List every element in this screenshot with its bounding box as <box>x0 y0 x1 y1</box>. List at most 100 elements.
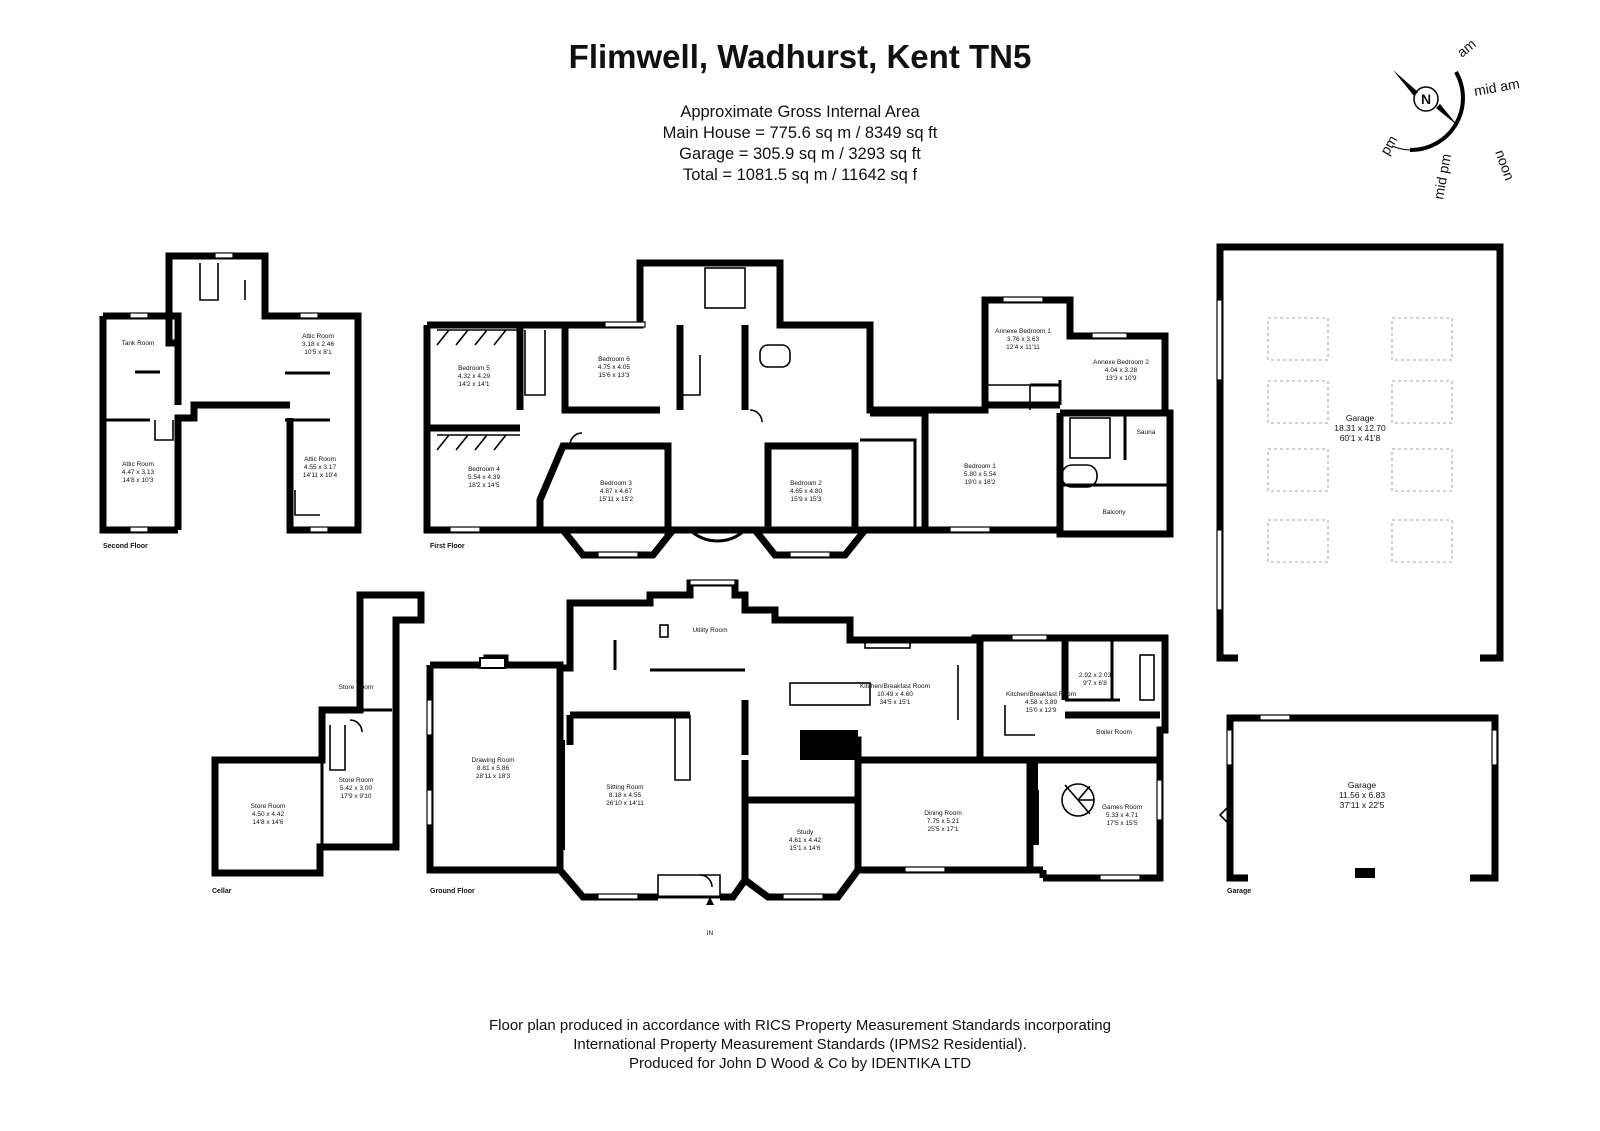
room-bedroom-4-name: Bedroom 4 <box>468 466 500 473</box>
area-total: Total = 1081.5 sq m / 11642 sq f <box>682 166 918 184</box>
room-bedroom-2-metric: 4.65 x 4.80 <box>790 488 823 495</box>
room-bedroom-6-imperial: 15'6 x 13'3 <box>598 372 629 379</box>
room-utility-room-name: Utility Room <box>692 627 727 634</box>
room-tank-room-name: Tank Room <box>122 340 155 347</box>
room-bedroom-1-metric: 5.80 x 5.54 <box>964 471 997 478</box>
floor-label-garage: Garage <box>1227 888 1251 895</box>
footer-credits: Floor plan produced in accordance with R… <box>0 1016 1600 1073</box>
garage-large-plan: Garage 18.31 x 12.70 60'1 x 41'8 <box>1216 243 1504 662</box>
room-kitchen-breakfast-2-metric: 4.58 x 3.89 <box>1025 699 1058 706</box>
room-bedroom-5-imperial: 14'2 x 14'1 <box>458 381 489 388</box>
compass-icon: N am mid am noon mid pm pm <box>1377 36 1521 201</box>
room-bedroom-4-imperial: 18'2 x 14'5 <box>468 482 499 489</box>
compass-label-noon: noon <box>1492 148 1518 183</box>
compass-label-mid-pm: mid pm <box>1430 153 1454 201</box>
room-kitchen-breakfast-1-name: Kitchen/Breakfast Room <box>860 683 930 690</box>
floor-label-ground: Ground Floor <box>430 888 475 895</box>
room-kitchen-breakfast-2-imperial: 15'0 x 12'9 <box>1025 707 1056 714</box>
room-attic-room-c-metric: 4.55 x 3.17 <box>304 464 337 471</box>
room-sitting-room-imperial: 26'10 x 14'11 <box>606 800 644 807</box>
room-bedroom-5-metric: 4.32 x 4.29 <box>458 373 491 380</box>
gross-internal-area: Approximate Gross Internal Area Main Hou… <box>0 102 1600 186</box>
area-heading: Approximate Gross Internal Area <box>680 103 920 121</box>
room-kitchen-breakfast-1-imperial: 34'5 x 15'1 <box>879 699 910 706</box>
room-store-room-big-name: Store Room <box>251 803 286 810</box>
room-study-metric: 4.61 x 4.42 <box>789 837 822 844</box>
room-sitting-room-metric: 8.18 x 4.55 <box>609 792 642 799</box>
room-games-room-name: Games Room <box>1102 804 1142 811</box>
room-garage-large-metric: 18.31 x 12.70 <box>1334 423 1386 433</box>
compass-north-label: N <box>1421 91 1431 107</box>
room-drawing-room-name: Drawing Room <box>472 757 515 764</box>
room-bedroom-6-name: Bedroom 6 <box>598 356 630 363</box>
room-sitting-room-name: Sitting Room <box>606 784 643 791</box>
room-dining-room-imperial: 25'5 x 17'1 <box>927 826 958 833</box>
room-garage-small-name: Garage <box>1348 780 1377 790</box>
garage-small-plan: Garage 11.56 x 6.83 37'11 x 22'5 Garage <box>1218 714 1499 895</box>
room-boiler-room-name: Boiler Room <box>1096 729 1132 736</box>
room-kitchen-breakfast-1-metric: 10.49 x 4.60 <box>877 691 913 698</box>
room-drawing-room-imperial: 28'11 x 18'3 <box>476 773 511 780</box>
footer-line-3: Produced for John D Wood & Co by IDENTIK… <box>628 1055 972 1072</box>
room-garage-small-imperial: 37'11 x 22'5 <box>1340 800 1385 810</box>
room-bedroom-3-name: Bedroom 3 <box>600 480 632 487</box>
room-games-room-metric: 5.33 x 4.71 <box>1106 812 1139 819</box>
floor-label-first: First Floor <box>430 543 465 550</box>
room-study-imperial: 15'1 x 14'6 <box>789 845 820 852</box>
room-store-room-big-imperial: 14'8 x 14'6 <box>252 819 283 826</box>
room-kitchen-breakfast-2-name: Kitchen/Breakfast Room <box>1006 691 1076 698</box>
area-garage: Garage = 305.9 sq m / 3293 sq ft <box>679 145 921 163</box>
cellar-plan: Store Room Store Room 5.42 x 3.00 17'9 x… <box>211 591 425 895</box>
room-attic-room-b-name: Attic Room <box>122 461 154 468</box>
footer-line-1: Floor plan produced in accordance with R… <box>489 1017 1111 1034</box>
room-annexe-bedroom-2-imperial: 13'3 x 10'9 <box>1105 375 1136 382</box>
room-annexe-bedroom-1-name: Annexe Bedroom 1 <box>995 328 1051 335</box>
room-annexe-bedroom-2-name: Annexe Bedroom 2 <box>1093 359 1149 366</box>
room-bedroom-5-name: Bedroom 5 <box>458 365 490 372</box>
second-floor-plan: Tank Room Attic Room 3.18 x 2.46 10'5 x … <box>99 252 362 550</box>
room-sauna-name: Sauna <box>1137 429 1156 436</box>
room-games-room-imperial: 17'5 x 15'5 <box>1106 820 1137 827</box>
room-store-room-mid-metric: 5.42 x 3.00 <box>340 785 373 792</box>
room-attic-room-a-metric: 3.18 x 2.46 <box>302 341 335 348</box>
room-small-room-metric: 2.92 x 2.03 <box>1079 672 1112 679</box>
compass-label-am: am <box>1454 36 1479 61</box>
room-store-room-mid-imperial: 17'9 x 9'10 <box>340 793 371 800</box>
room-bedroom-3-metric: 4.87 x 4.67 <box>600 488 633 495</box>
room-attic-room-a-name: Attic Room <box>302 333 334 340</box>
room-store-room-mid-name: Store Room <box>339 777 374 784</box>
room-small-room-imperial: 9'7 x 6'8 <box>1083 680 1107 687</box>
compass-label-mid-am: mid am <box>1473 75 1521 99</box>
room-study-name: Study <box>797 829 814 836</box>
room-attic-room-c-imperial: 14'11 x 10'4 <box>303 472 338 479</box>
room-drawing-room-metric: 8.81 x 5.86 <box>477 765 510 772</box>
room-annexe-bedroom-1-metric: 3.76 x 3.63 <box>1007 336 1040 343</box>
entrance-label: IN <box>707 930 714 937</box>
garage-parking-bays <box>1267 317 1453 563</box>
compass-label-pm: pm <box>1377 133 1401 158</box>
room-attic-room-b-imperial: 14'8 x 10'3 <box>122 477 153 484</box>
area-main-house: Main House = 775.6 sq m / 8349 sq ft <box>662 124 938 142</box>
room-annexe-bedroom-1-imperial: 12'4 x 11'11 <box>1006 344 1040 351</box>
footer-line-2: International Property Measurement Stand… <box>573 1036 1027 1053</box>
room-garage-large-imperial: 60'1 x 41'8 <box>1340 433 1381 443</box>
room-store-room-big-metric: 4.50 x 4.42 <box>252 811 285 818</box>
floor-label-second: Second Floor <box>103 543 148 550</box>
room-garage-large-name: Garage <box>1346 413 1375 423</box>
ground-floor-plan: Utility Room Drawing Room 8.81 x 5.86 28… <box>426 579 1169 937</box>
first-floor-plan: Bedroom 5 4.32 x 4.29 14'2 x 14'1 Bedroo… <box>423 259 1174 559</box>
room-bedroom-2-imperial: 15'9 x 15'3 <box>790 496 821 503</box>
room-bedroom-2-name: Bedroom 2 <box>790 480 822 487</box>
room-bedroom-1-imperial: 19'0 x 18'2 <box>964 479 995 486</box>
room-attic-room-a-imperial: 10'5 x 8'1 <box>304 349 332 356</box>
room-bedroom-4-metric: 5.54 x 4.39 <box>468 474 501 481</box>
room-attic-room-b-metric: 4.47 x 3.13 <box>122 469 155 476</box>
floor-label-cellar: Cellar <box>212 888 232 895</box>
room-store-room-top-name: Store Room <box>339 684 374 691</box>
room-dining-room-metric: 7.75 x 5.21 <box>927 818 960 825</box>
room-bedroom-6-metric: 4.75 x 4.05 <box>598 364 631 371</box>
room-attic-room-c-name: Attic Room <box>304 456 336 463</box>
plan-title: Flimwell, Wadhurst, Kent TN5 <box>568 38 1032 75</box>
room-annexe-bedroom-2-metric: 4.04 x 3.28 <box>1105 367 1138 374</box>
